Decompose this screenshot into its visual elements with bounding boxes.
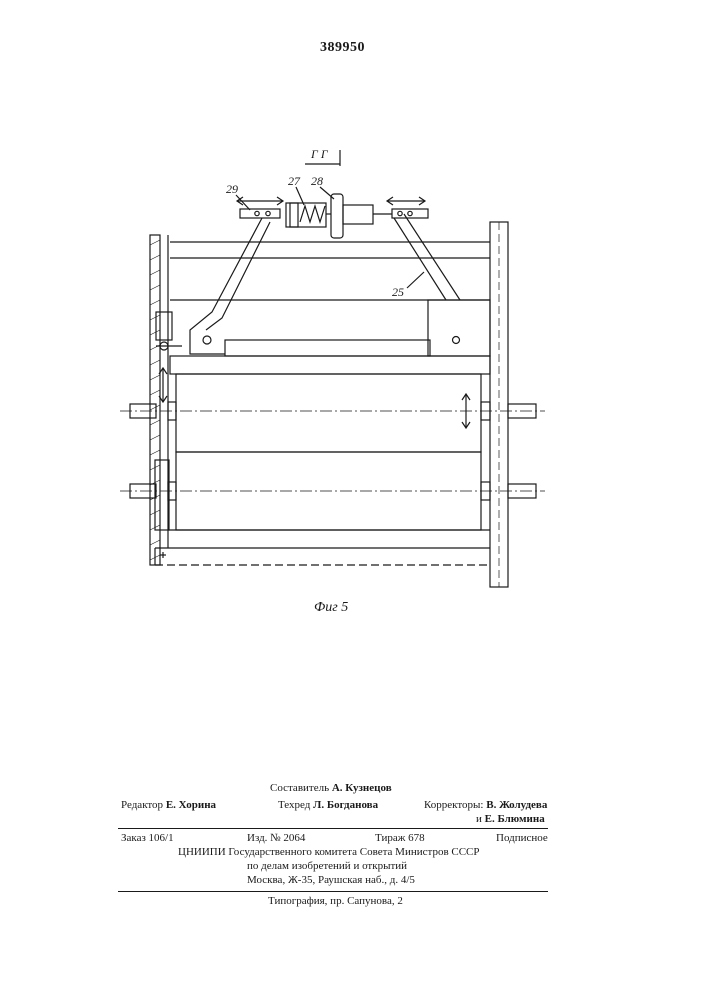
corrector-2-line: и Е. Блюмина — [476, 813, 545, 825]
compiler-name: А. Кузнецов — [332, 782, 392, 794]
sleeve — [343, 205, 373, 224]
rule-2 — [118, 891, 548, 892]
printer-line: Типография, пр. Сапунова, 2 — [268, 895, 403, 907]
correctors-line: Корректоры: В. Жолудева — [424, 799, 547, 811]
corrector-2-prefix: и — [476, 813, 482, 825]
editor-label: Редактор — [121, 799, 163, 811]
label-25: 25 — [392, 285, 404, 299]
collar-28 — [331, 194, 343, 238]
right-block — [428, 300, 490, 356]
left-rod-end — [240, 209, 280, 218]
label-29: 29 — [226, 182, 238, 196]
edition-number: Изд. № 2064 — [247, 832, 305, 844]
slide-plate — [225, 340, 430, 356]
drive-gear — [155, 460, 169, 530]
address-line: Москва, Ж-35, Раушская наб., д. 4/5 — [247, 874, 415, 886]
label-28: 28 — [311, 174, 323, 188]
techred-label: Техред — [278, 799, 310, 811]
affairs-line: по делам изобретений и открытий — [247, 860, 407, 872]
section-label: Г Г — [310, 147, 329, 161]
techred-name: Л. Богданова — [313, 799, 378, 811]
rule-1 — [118, 828, 548, 829]
order-number: Заказ 106/1 — [121, 832, 174, 844]
upper-roller — [176, 374, 481, 452]
left-bracket — [156, 312, 172, 340]
institute-line: ЦНИИПИ Государственного комитета Совета … — [178, 846, 480, 858]
label-27: 27 — [288, 174, 301, 188]
compiler-label: Составитель — [270, 782, 329, 794]
correctors-label: Корректоры: — [424, 799, 483, 811]
corrector-2: Е. Блюмина — [485, 813, 545, 825]
techred-line: Техред Л. Богданова — [278, 799, 378, 811]
circulation: Тираж 678 — [375, 832, 425, 844]
corrector-1: В. Жолудева — [486, 799, 547, 811]
spring — [300, 206, 325, 222]
figure-caption: Фиг 5 — [314, 600, 348, 616]
editor-line: Редактор Е. Хорина — [121, 799, 216, 811]
compiler-line: Составитель А. Кузнецов — [270, 782, 392, 794]
subscription: Подписное — [496, 832, 548, 844]
motion-arrows — [159, 197, 470, 428]
left-lever — [190, 218, 262, 354]
editor-name: Е. Хорина — [166, 799, 216, 811]
